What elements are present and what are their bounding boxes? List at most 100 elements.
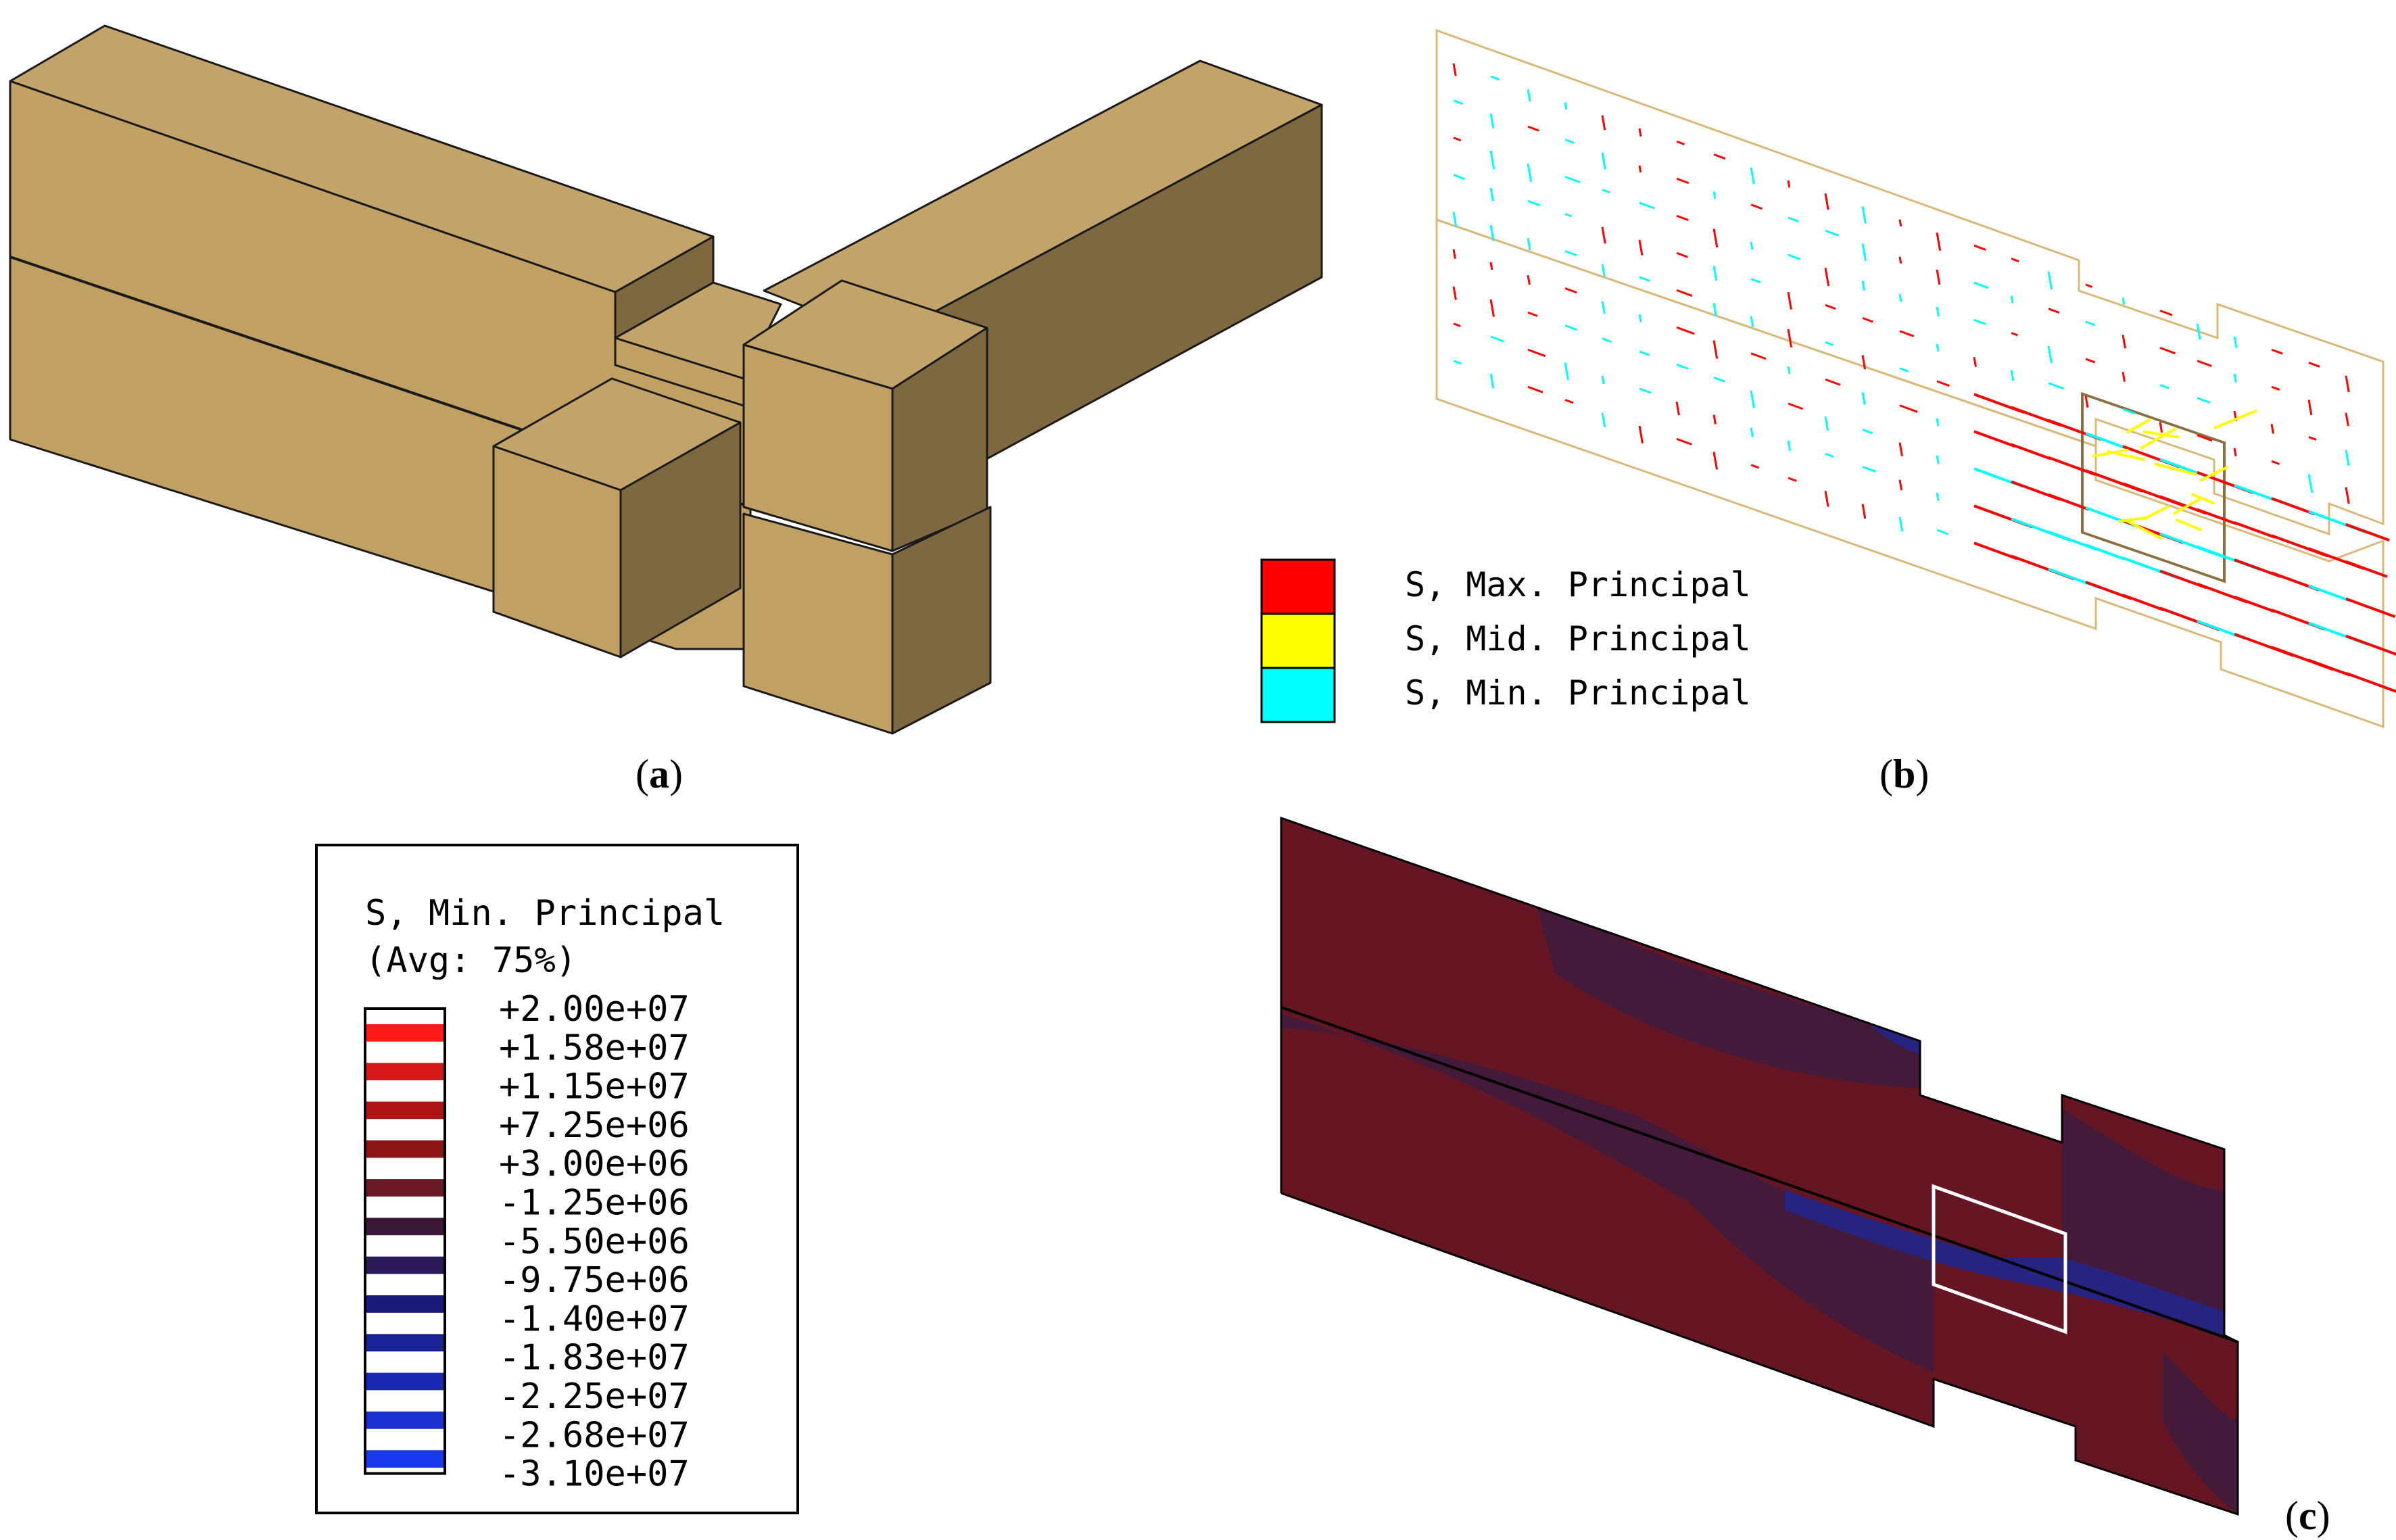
colorbar-value-label: +3.00e+06 [499, 1144, 690, 1184]
stress-vector [1788, 402, 1804, 410]
caption-b: (b) [1879, 752, 1929, 796]
stress-vector [2048, 308, 2060, 314]
stress-vector [2270, 423, 2274, 434]
stress-vector [1675, 401, 1680, 416]
stress-vector [1787, 329, 1793, 347]
legend-swatch-min [1260, 667, 1336, 723]
stress-vector [1898, 219, 1902, 226]
stress-vector [1861, 281, 1865, 291]
stress-vector [1564, 176, 1581, 183]
stress-vector [1825, 378, 1841, 386]
colorbar-value-label: -1.25e+06 [499, 1183, 690, 1224]
stress-vector [1490, 75, 1500, 81]
stress-vector [2234, 596, 2275, 613]
stress-vector [1861, 243, 1867, 262]
stress-vector [1898, 256, 1902, 264]
stress-vector [1639, 350, 1650, 356]
colorbar-band [366, 1450, 444, 1468]
stress-vector [1712, 228, 1719, 248]
stress-vector [1825, 341, 1834, 346]
stress-vector [1712, 191, 1717, 199]
stress-vector [1527, 163, 1533, 183]
stress-vector [1452, 249, 1456, 260]
stress-vector [1639, 387, 1652, 394]
stress-vector [1453, 360, 1462, 365]
legend-label-min: S, Min. Principal [1405, 673, 1751, 713]
stress-vector [2271, 385, 2280, 391]
legend-colorbar [364, 1007, 446, 1475]
stress-vector [2122, 371, 2126, 382]
stress-vector [2308, 658, 2351, 677]
stress-vector [2345, 487, 2350, 504]
stress-vector [1712, 414, 1717, 425]
stress-vector-mid [2143, 504, 2170, 521]
stress-vector [1453, 137, 1462, 142]
colorbar-band [366, 1218, 444, 1236]
stress-vector [1898, 293, 1902, 302]
stress-vector [1676, 437, 1692, 446]
colorbar-value-label: -3.10e+07 [499, 1454, 690, 1495]
stress-vector [2308, 584, 2350, 602]
stress-vector [2345, 634, 2396, 656]
stress-vector [2159, 422, 2163, 433]
legend-swatch-mid [1260, 612, 1336, 669]
stress-vector [2011, 443, 2051, 460]
stress-vector [1936, 492, 1940, 502]
stress-vector [2010, 295, 2014, 304]
vector-field [1452, 63, 2396, 693]
stress-vector [1862, 429, 1873, 435]
stress-vector [2308, 436, 2317, 441]
legend-subtitle: (Avg: 75%) [365, 940, 577, 981]
stress-vector [1452, 212, 1458, 227]
panel-a-joint-model [9, 24, 1323, 735]
stress-vector [1973, 430, 2016, 448]
stress-vector [2197, 360, 2212, 367]
stress-vector [2048, 382, 2065, 390]
colorbar-frame [364, 1007, 446, 1475]
stress-vector [1973, 318, 1986, 325]
stress-vector [1787, 440, 1792, 452]
stress-vector [1638, 314, 1642, 322]
stress-vector [1453, 174, 1465, 181]
colorbar-band [366, 1101, 444, 1120]
stress-vector [2345, 412, 2349, 427]
stress-vector [1452, 286, 1457, 300]
lower-right-block-side [891, 506, 992, 735]
stress-vector [1489, 299, 1495, 317]
stress-vector [1861, 206, 1867, 224]
stress-vector [1489, 187, 1494, 201]
contour-purple-band-upper [1535, 899, 1920, 1088]
stress-vector [1452, 63, 1457, 76]
stress-vector [2233, 336, 2238, 348]
stress-vector [2085, 320, 2096, 327]
stress-vector [1788, 477, 1797, 482]
contour-mortise-frame [1932, 1184, 2067, 1334]
stress-vector [1899, 367, 1909, 372]
panel-c-contour [1280, 816, 2239, 1516]
stress-vector [1824, 193, 1829, 210]
caption-c: (c) [2285, 1493, 2330, 1538]
stress-vector [2159, 310, 2173, 316]
stress-vector [2085, 283, 2092, 288]
colorbar-value-label: -1.83e+07 [499, 1338, 690, 1378]
stress-vector [1564, 139, 1575, 144]
stress-vector [2308, 362, 2320, 368]
stress-vector [1750, 167, 1755, 185]
stress-vector [2122, 334, 2126, 349]
stress-vector [1676, 140, 1685, 145]
stress-vector [2233, 448, 2237, 456]
stress-vector [1936, 343, 1940, 352]
stress-vector [1936, 380, 1950, 387]
stress-vector [1825, 304, 1836, 310]
stress-vector [1601, 226, 1606, 244]
stress-vector [1527, 237, 1531, 251]
stress-vector [1788, 254, 1801, 260]
stress-vector [1861, 504, 1867, 519]
stress-vector [2010, 370, 2015, 381]
stress-vector-mid [2124, 519, 2163, 540]
stress-vector-mid [2190, 492, 2215, 505]
stress-vector [1898, 442, 1903, 456]
stress-vector [1712, 303, 1717, 316]
stress-vector [2159, 347, 2176, 355]
stress-vector [1527, 348, 1546, 358]
